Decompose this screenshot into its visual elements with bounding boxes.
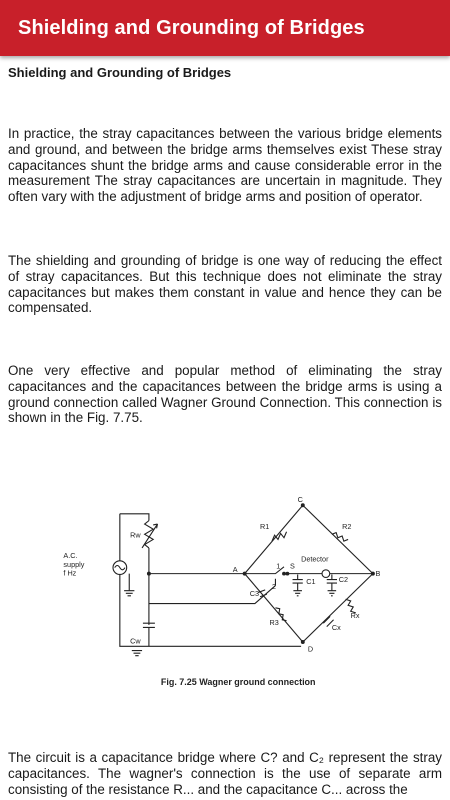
supply-label-line2: supply: [63, 560, 84, 569]
detector-wire: [244, 566, 373, 575]
bridge-arm-cb: [302, 504, 374, 575]
c1-capacitor-symbol: [292, 574, 303, 591]
supply-label-line1: A.C.: [63, 551, 77, 560]
paragraph-1: In practice, the stray capacitances betw…: [8, 126, 442, 205]
ground-left: [124, 590, 135, 597]
r1-resistor-symbol: [271, 531, 288, 542]
detector-label: Detector: [301, 555, 329, 564]
node-c-label: C: [298, 495, 303, 504]
c3-label: C3: [250, 589, 259, 598]
bridge-arm-ad: [244, 573, 304, 643]
node-a-label: A: [233, 565, 238, 574]
c2-capacitor-symbol: [326, 574, 337, 591]
paragraph-3: One very effective and popular method of…: [8, 363, 442, 426]
r3-label: R3: [269, 618, 278, 627]
node-d-label: D: [308, 644, 313, 653]
article-subtitle: Shielding and Grounding of Bridges: [8, 65, 232, 80]
r3-resistor-symbol: [275, 607, 287, 622]
cx-label: Cx: [332, 623, 341, 632]
rw-label: Rw: [130, 531, 141, 540]
cx-capacitor-symbol: [322, 615, 334, 628]
top-left-wire: [119, 513, 150, 521]
switch-2-label: 2: [272, 582, 276, 591]
r2-label: R2: [342, 522, 351, 531]
node-b-label: B: [375, 569, 380, 578]
switch-s-label: S: [290, 561, 295, 570]
detector-symbol: [321, 569, 331, 579]
paragraph-2: The shielding and grounding of bridge is…: [8, 253, 442, 316]
c2-label: C2: [339, 575, 348, 584]
r2-resistor-symbol: [331, 531, 349, 542]
rx-resistor-symbol: [345, 598, 356, 614]
r1-label: R1: [260, 522, 269, 531]
app-bar: Shielding and Grounding of Bridges: [0, 0, 450, 56]
wagner-circuit-figure: A.C. supply f Hz Rw Cw R1 R2 R3 Rx C1 C2…: [63, 495, 380, 687]
cw-label: Cw: [130, 637, 141, 646]
app-bar-title: Shielding and Grounding of Bridges: [18, 16, 365, 39]
paragraph-4: The circuit is a capacitance bridge wher…: [8, 750, 442, 797]
bridge-arm-ac-upper: [244, 504, 304, 574]
figure-caption: Fig. 7.25 Wagner ground connection: [161, 677, 316, 687]
rw-arrow: [141, 523, 158, 549]
rw-resistor-symbol: [143, 520, 155, 549]
switch-1-label: 1: [276, 561, 280, 570]
supply-label-line3: f Hz: [63, 568, 76, 577]
c1-label: C1: [306, 577, 315, 586]
rx-label: Rx: [351, 611, 360, 620]
left-circuit-wire: [119, 513, 302, 647]
bridge-arm-db: [302, 573, 374, 643]
